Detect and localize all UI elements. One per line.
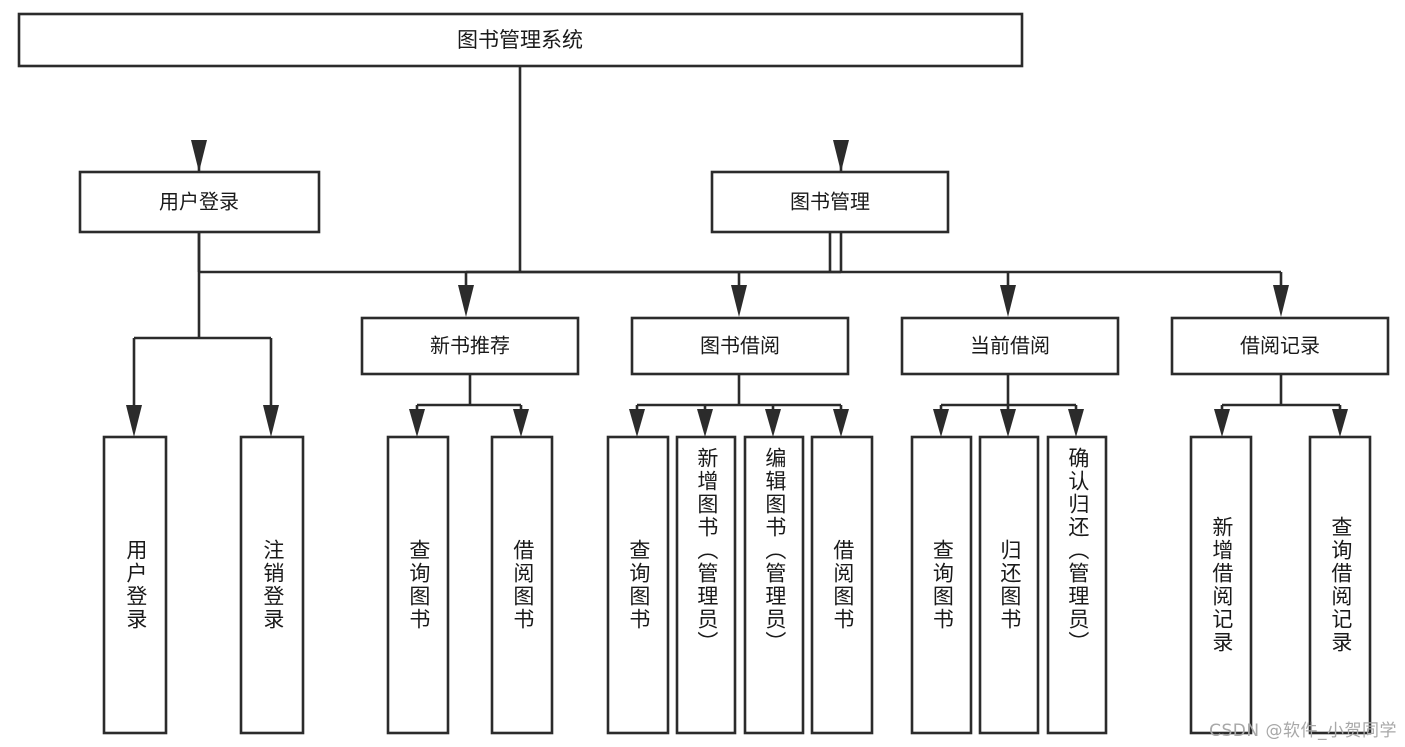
connector-currentborrow-to-leaves bbox=[939, 375, 1078, 414]
connector-bookborrow-to-leaves bbox=[635, 375, 843, 414]
borrow-record-box[interactable] bbox=[1170, 316, 1390, 376]
leaf-box-add-book[interactable] bbox=[675, 435, 737, 735]
node-book-borrow[interactable]: 图书借阅 bbox=[630, 316, 850, 376]
leaf-box-return-book[interactable] bbox=[978, 435, 1040, 735]
connector-userlogin-to-leaves bbox=[132, 233, 273, 414]
book-manage-box[interactable] bbox=[710, 170, 950, 234]
node-new-book-recommend[interactable]: 新书推荐 bbox=[360, 316, 580, 376]
borrow-record-label: 借阅记录 bbox=[1240, 334, 1320, 358]
leaf-box-borrow-book-2[interactable] bbox=[810, 435, 874, 735]
connector-borrowrecord-to-leaves bbox=[1220, 375, 1342, 414]
leaf-box-user-login[interactable] bbox=[102, 435, 168, 735]
root-label: 图书管理系统 bbox=[457, 28, 583, 52]
user-login-box[interactable] bbox=[78, 170, 321, 234]
leaf-box-confirm-return[interactable] bbox=[1046, 435, 1108, 735]
leaf-box-query-record[interactable] bbox=[1308, 435, 1372, 735]
leaf-box-add-record[interactable] bbox=[1189, 435, 1253, 735]
leaf-box-borrow-book-1[interactable] bbox=[490, 435, 554, 735]
node-borrow-record[interactable]: 借阅记录 bbox=[1170, 316, 1390, 376]
leaf-boxes[interactable] bbox=[102, 435, 1372, 735]
node-book-manage[interactable]: 图书管理 bbox=[710, 170, 950, 234]
current-borrow-box[interactable] bbox=[900, 316, 1120, 376]
leaf-box-query-book-1[interactable] bbox=[386, 435, 450, 735]
leaf-box-query-book-2[interactable] bbox=[606, 435, 670, 735]
connector-root-to-level2 bbox=[197, 66, 843, 274]
new-book-recommend-box[interactable] bbox=[360, 316, 580, 376]
node-root-system[interactable]: 图书管理系统 bbox=[17, 12, 1024, 68]
leaf-box-user-logout[interactable] bbox=[239, 435, 305, 735]
root-box[interactable] bbox=[17, 12, 1024, 68]
csdn-watermark: CSDN @软件_小贺同学 bbox=[1209, 721, 1397, 741]
connector-newbook-to-leaves bbox=[415, 375, 523, 414]
node-user-login[interactable]: 用户登录 bbox=[78, 170, 321, 234]
leaf-box-query-book-3[interactable] bbox=[910, 435, 973, 735]
new-book-recommend-label: 新书推荐 bbox=[430, 334, 510, 358]
book-borrow-box[interactable] bbox=[630, 316, 850, 376]
book-manage-label: 图书管理 bbox=[790, 190, 870, 214]
arrow-heads bbox=[126, 140, 1348, 437]
connector-bookmanage-to-level3 bbox=[464, 233, 1283, 295]
leaf-box-edit-book[interactable] bbox=[743, 435, 805, 735]
user-login-label: 用户登录 bbox=[159, 190, 239, 214]
current-borrow-label: 当前借阅 bbox=[970, 334, 1050, 358]
node-current-borrow[interactable]: 当前借阅 bbox=[900, 316, 1120, 376]
book-borrow-label: 图书借阅 bbox=[700, 334, 780, 358]
